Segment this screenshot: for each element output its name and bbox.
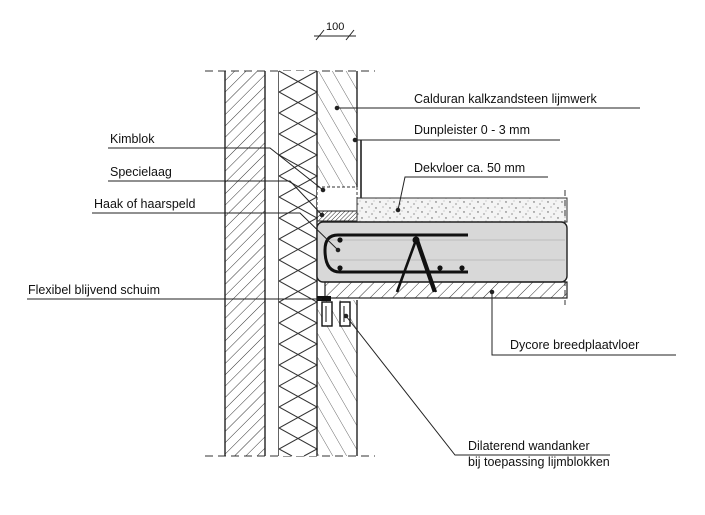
label-dekvloer: Dekvloer ca. 50 mm <box>414 161 525 175</box>
scale-label: 100 <box>326 21 344 33</box>
label-wandanker-1: Dilaterend wandanker <box>468 439 590 453</box>
label-wandanker-2: bij toepassing lijmblokken <box>468 455 610 469</box>
leader-lines <box>27 105 676 456</box>
label-specielaag: Specielaag <box>110 165 172 179</box>
label-calduran: Calduran kalkzandsteen lijmwerk <box>414 92 597 106</box>
label-dunpleister: Dunpleister 0 - 3 mm <box>414 123 530 137</box>
label-schuim: Flexibel blijvend schuim <box>28 283 160 297</box>
label-haak: Haak of haarspeld <box>94 197 196 211</box>
scale-indicator: 100 <box>314 21 356 41</box>
floor-slab <box>316 221 568 301</box>
label-dycore: Dycore breedplaatvloer <box>510 338 639 352</box>
label-kimblok: Kimblok <box>110 132 155 146</box>
